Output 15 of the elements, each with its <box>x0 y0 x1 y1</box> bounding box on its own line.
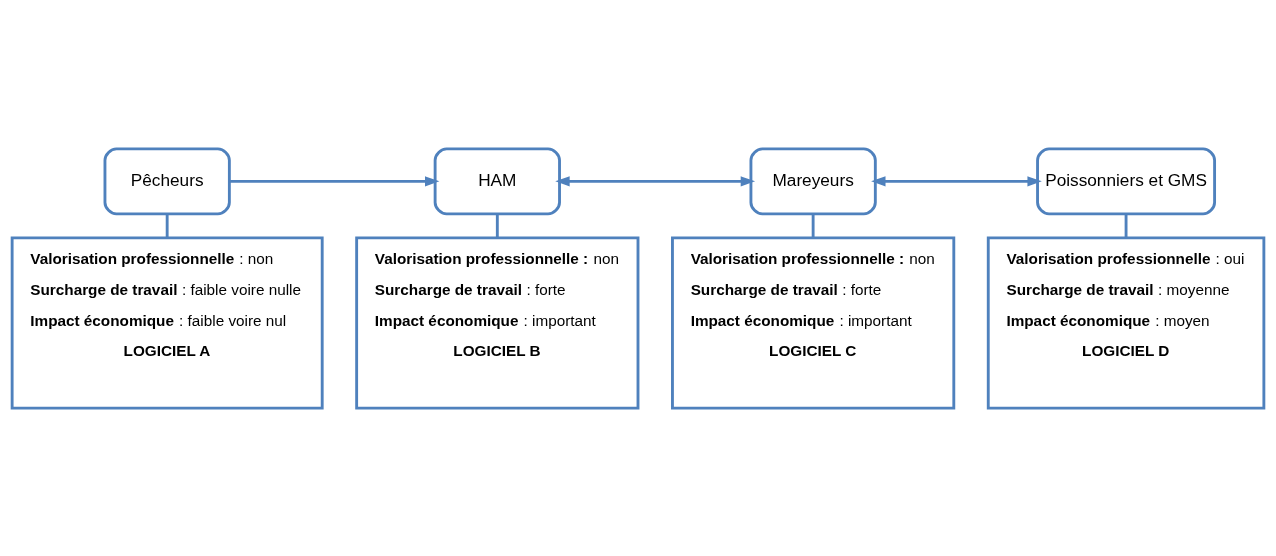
node-box: Mareyeurs <box>749 146 877 215</box>
connector <box>1124 213 1128 238</box>
node-box: Valorisation professionnelle : non Surcharge de travail : forte Impact économique : important LOGICIEL B <box>355 235 640 410</box>
arrow <box>871 175 1042 186</box>
connector <box>165 213 169 238</box>
node-box: Valorisation professionnelle : non Surcharge de travail : forte Impact économique : important LOGICIEL C <box>671 235 956 410</box>
node-box: Poissonniers et GMS <box>1036 146 1217 215</box>
connector <box>811 213 815 238</box>
node-box: Pêcheurs <box>103 146 231 215</box>
arrow <box>229 175 440 186</box>
node-box: Valorisation professionnelle : non Surcharge de travail : faible voire nulle Impact économique : faible voire nul LOGICIEL A <box>10 235 324 410</box>
arrow <box>555 175 756 186</box>
connector <box>495 213 499 238</box>
node-box: HAM <box>433 146 561 215</box>
node-box: Valorisation professionnelle : oui Surcharge de travail : moyenne Impact économique : moyen LOGICIEL D <box>986 235 1266 410</box>
